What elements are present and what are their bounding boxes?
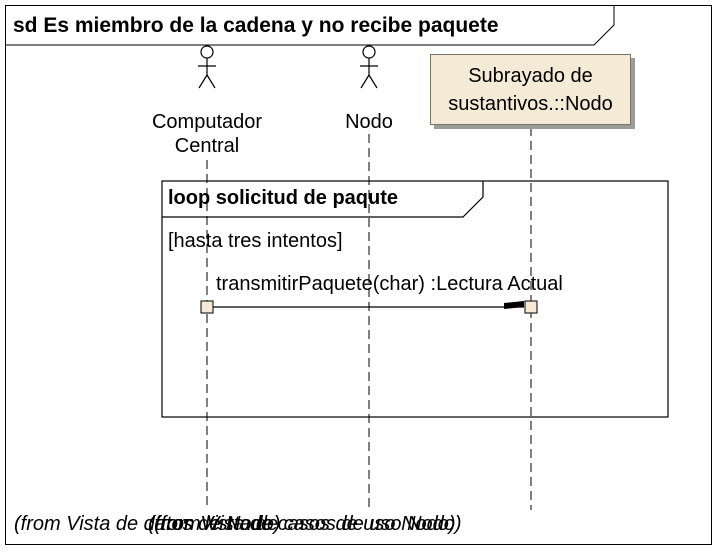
message-arrowhead [504, 301, 524, 309]
loop-fragment-box [161, 180, 669, 418]
object-subrayado-nodo: Subrayado de sustantivos.::Nodo [430, 54, 631, 125]
loop-fragment-tab [162, 181, 484, 218]
loop-operator-label: loop solicitud de paqute [168, 187, 398, 209]
footer-note-subrayado-nodo: (from Vista de casos de uso Nodo) [154, 513, 462, 535]
activation-computador-central [200, 300, 214, 314]
footer-note-computador-central: (from Vista de datos de Nodo) [14, 513, 281, 535]
actor-label-line: Nodo [345, 111, 393, 133]
title-tab-outline [5, 5, 615, 46]
actor-label-computador-central: Computador Central [137, 110, 277, 158]
sequence-diagram-frame [5, 5, 712, 545]
actor-computador-central-figure [198, 45, 216, 89]
loop-guard: [hasta tres intentos] [168, 230, 343, 252]
actor-label-nodo: Nodo [319, 110, 419, 134]
actor-label-line: Central [174, 135, 240, 157]
diagram-title: sd Es miembro de la cadena y no recibe p… [13, 14, 499, 37]
actor-nodo-figure [360, 45, 378, 89]
actor-label-line: Computador [151, 111, 263, 133]
message-label: transmitirPaquete(char) :Lectura Actual [216, 273, 563, 295]
activation-subrayado-nodo [524, 300, 538, 314]
object-label-line: Subrayado de [468, 64, 593, 87]
object-label-line: sustantivos.::Nodo [448, 92, 613, 115]
footer-note-nodo: (from Vista de casos de uso Nodo) [148, 513, 456, 535]
